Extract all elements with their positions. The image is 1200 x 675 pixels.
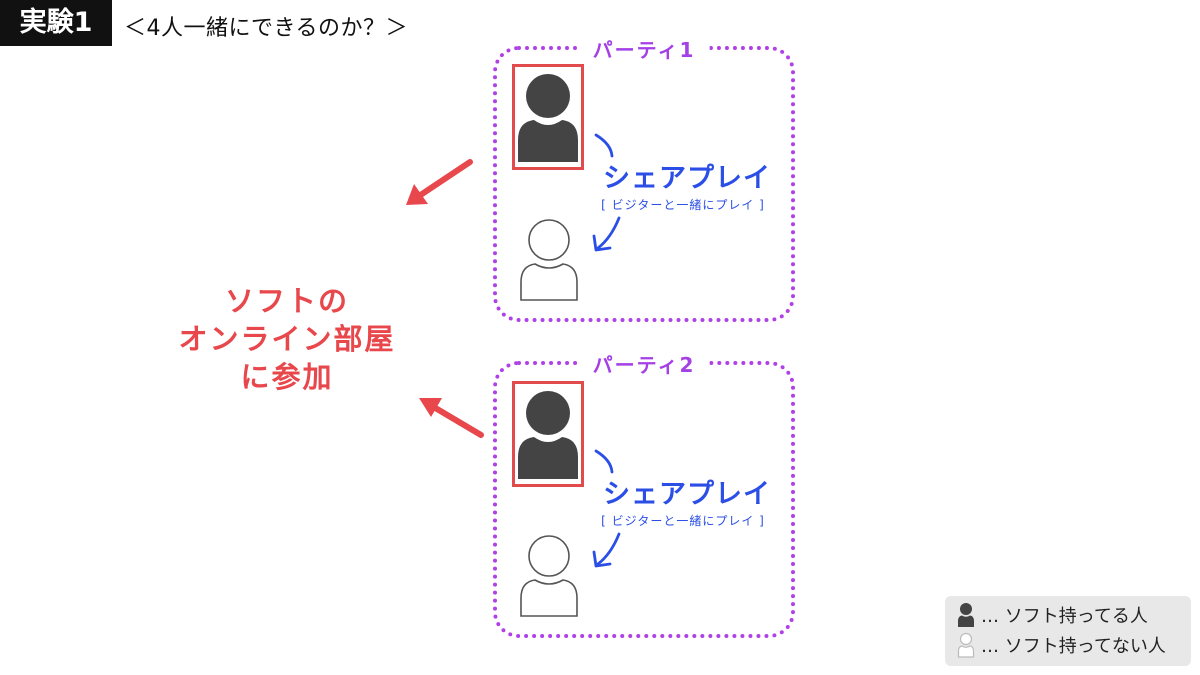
- legend-non-owner-row: … ソフト持ってない人: [957, 631, 1166, 659]
- party-2-group: パーティ2: [493, 349, 795, 638]
- join-label-line-3: に参加: [240, 360, 334, 394]
- party-1-share-play-subtitle: [ ビジターと一緒にプレイ ]: [601, 198, 765, 212]
- party-1-share-arrowhead: [592, 234, 612, 252]
- party-2-share-arrow: [596, 532, 621, 566]
- owner-person-icon: [958, 603, 974, 627]
- legend-owner-row: … ソフト持ってる人: [957, 601, 1148, 629]
- party-2-share-arrowhead: [592, 550, 612, 568]
- party-2-share-play-title: シェアプレイ: [603, 479, 771, 510]
- party-1-share-play-title: シェアプレイ: [603, 163, 771, 194]
- party-2-share-arc-top: [594, 449, 614, 474]
- party-1-share-arc-top: [594, 133, 614, 158]
- party-1-visitor-person-icon: [520, 219, 578, 301]
- join-label-line-2: オンライン部屋: [178, 322, 396, 356]
- party-1-share-arrow: [596, 216, 621, 250]
- legend: … ソフト持ってる人 … ソフト持ってない人: [945, 596, 1191, 666]
- party-2-visitor-person-icon: [520, 535, 578, 617]
- party-2-share-play-subtitle: [ ビジターと一緒にプレイ ]: [601, 514, 765, 528]
- legend-non-owner-text: … ソフト持ってない人: [981, 636, 1166, 657]
- join-label-line-1: ソフトの: [224, 284, 349, 318]
- party-2-owner-person-icon: [518, 391, 578, 479]
- party-2-label: パーティ2: [578, 349, 710, 378]
- party-1-label: パーティ1: [578, 34, 710, 63]
- party-1-owner-person-icon: [518, 74, 578, 162]
- experiment-subtitle: ＜4人一緒にできるのか？＞: [124, 16, 409, 41]
- non-owner-person-icon: [957, 632, 975, 658]
- join-online-room-label: ソフトの オンライン部屋 に参加: [172, 282, 402, 396]
- experiment-tag: 実験1: [0, 0, 112, 46]
- legend-owner-text: … ソフト持ってる人: [981, 606, 1148, 627]
- party-2-join-arrow: [419, 398, 484, 438]
- party-1-join-arrow: [406, 159, 473, 205]
- party-1-group: パーティ1: [493, 34, 795, 322]
